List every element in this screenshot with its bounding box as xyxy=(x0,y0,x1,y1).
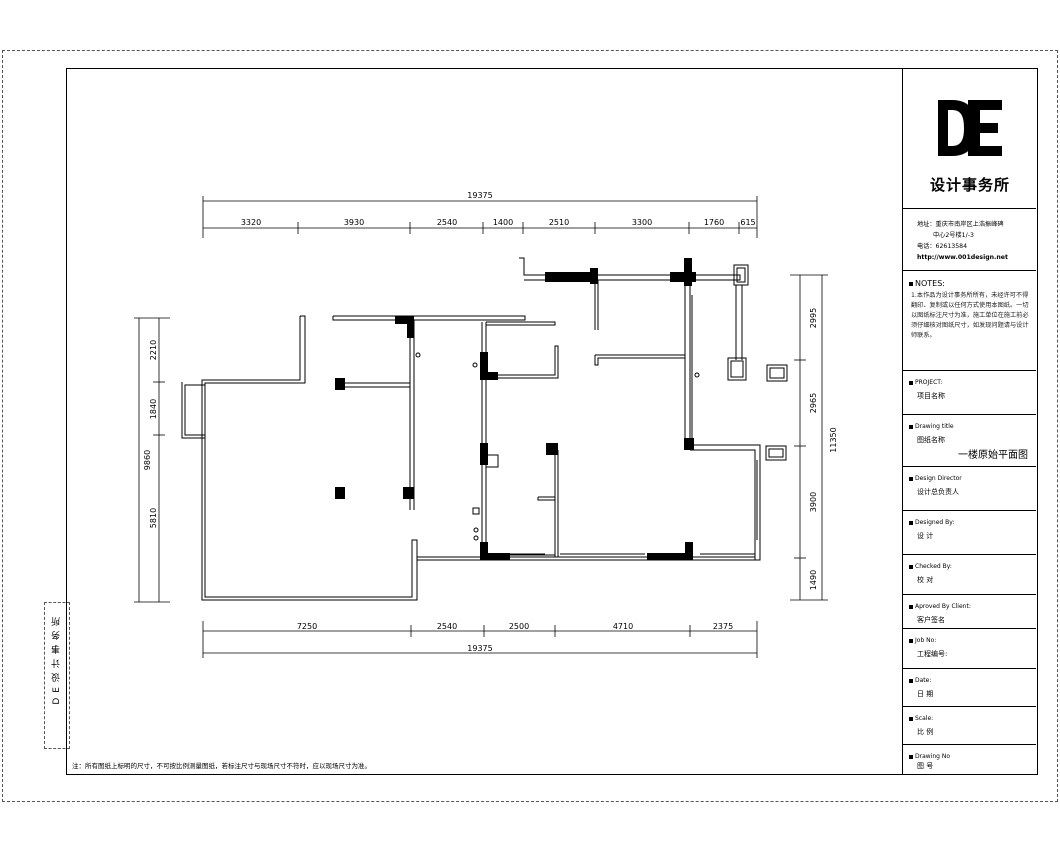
dim-top-seg-4: 1400 xyxy=(493,218,513,227)
phone-number: 电话：62613584 xyxy=(917,243,968,250)
company-name: 设计事务所 xyxy=(930,176,1011,194)
field-value: 客户签名 xyxy=(917,616,945,624)
field-label: Drawing title xyxy=(915,423,954,430)
drawing-frame xyxy=(66,68,1038,775)
bullet-icon xyxy=(909,604,913,609)
field-designed-by: Designed By: 设 计 xyxy=(903,510,1036,551)
field-value: 比 例 xyxy=(917,728,934,736)
field-label: PROJECT: xyxy=(915,379,943,386)
field-checked-by: Checked By: 校 对 xyxy=(903,554,1036,595)
field-date: Date: 日 期 xyxy=(903,668,1036,709)
notes-heading: NOTES: xyxy=(909,279,945,288)
dim-left-seg-1: 2210 xyxy=(149,340,158,360)
field-value: 校 对 xyxy=(917,576,934,584)
website-link[interactable]: http://www.001design.net xyxy=(917,254,1008,261)
dim-bottom-seg-1: 7250 xyxy=(297,622,317,631)
field-value: 设计总负责人 xyxy=(917,488,959,496)
title-block-divider xyxy=(902,68,903,774)
field-drawing-no: Drawing No 图 号 xyxy=(903,744,1036,774)
field-approved-by-client: Aproved By Client: 客户签名 xyxy=(903,594,1036,635)
bullet-icon xyxy=(909,754,913,759)
dim-bottom-seg-3: 2500 xyxy=(509,622,529,631)
right-dimension-lines xyxy=(790,274,828,601)
dim-top-seg-8: 615 xyxy=(740,218,755,227)
dim-top-total: 19375 xyxy=(467,191,492,200)
field-label: Scale: xyxy=(915,715,934,722)
structural-columns xyxy=(335,258,696,560)
notes-title: NOTES: xyxy=(915,279,945,288)
field-label: Job No: xyxy=(915,637,937,644)
field-label: Date: xyxy=(915,677,932,684)
field-drawing-title: Drawing title 图纸名称 xyxy=(903,414,1036,465)
dim-left-seg-3: 5810 xyxy=(149,508,158,528)
field-value: 设 计 xyxy=(917,532,934,540)
field-label: Designed By: xyxy=(915,519,955,526)
dim-right-total: 11350 xyxy=(829,427,838,452)
notes-body: 1.本作品为设计事务所所有，未经许可不得翻印、复制或以任何方式使用本图纸。一切以… xyxy=(911,292,1029,339)
bullet-icon xyxy=(909,281,913,286)
side-stamp-box xyxy=(44,602,70,749)
bullet-icon xyxy=(909,476,913,481)
dim-right-seg-1: 2995 xyxy=(809,308,818,328)
field-value: 项目名称 xyxy=(917,392,945,400)
bullet-icon xyxy=(909,564,913,569)
field-value: 工程编号: xyxy=(917,650,948,658)
dim-bottom-seg-2: 2540 xyxy=(437,622,457,631)
field-label: Checked By: xyxy=(915,563,952,570)
drawing-name: 一楼原始平面图 xyxy=(958,450,1028,461)
drawing-sheet-outer-border xyxy=(2,50,1058,802)
dim-right-seg-3: 3900 xyxy=(809,492,818,512)
dim-bottom-seg-5: 2375 xyxy=(713,622,733,631)
side-stamp-text: DE设计事务所 xyxy=(52,612,62,705)
dim-left-seg-2: 1840 xyxy=(149,399,158,419)
bullet-icon xyxy=(909,638,913,643)
drawing-footnote: 注：所有图纸上标明的尺寸，不可按比例测量图纸，若标注尺寸与现场尺寸不符时，应以现… xyxy=(72,762,371,770)
bottom-dimension-lines xyxy=(202,621,758,658)
field-value: 图纸名称 xyxy=(917,436,945,444)
field-value: 日 期 xyxy=(917,690,934,698)
left-dimension-lines xyxy=(134,317,170,603)
walls xyxy=(181,257,788,601)
contact-info: 地址：重庆市南岸区上浩振峰碑 中心2号楼1/-3 电话：62613584 htt… xyxy=(917,219,1008,263)
dim-bottom-seg-4: 4710 xyxy=(613,622,633,631)
field-label: Design Director xyxy=(915,475,962,482)
de-logo-icon xyxy=(938,100,1002,156)
dim-right-seg-4: 1490 xyxy=(809,570,818,590)
field-scale: Scale: 比 例 xyxy=(903,706,1036,747)
field-label: Drawing No xyxy=(915,753,951,760)
address-line-1: 地址：重庆市南岸区上浩振峰碑 xyxy=(917,221,1004,228)
dim-left-total: 9860 xyxy=(143,450,152,470)
bullet-icon xyxy=(909,520,913,525)
bullet-icon xyxy=(909,380,913,385)
field-label: Aproved By Client: xyxy=(915,603,971,610)
dim-top-seg-1: 3320 xyxy=(241,218,261,227)
notes-separator xyxy=(903,270,1036,271)
title-block-separator xyxy=(903,208,1036,209)
address-line-2: 中心2号楼1/-3 xyxy=(933,232,974,239)
dim-top-seg-2: 3930 xyxy=(344,218,364,227)
bullet-icon xyxy=(909,678,913,683)
field-job-no: Job No: 工程编号: xyxy=(903,628,1036,669)
dim-top-seg-5: 2510 xyxy=(549,218,569,227)
dim-top-seg-7: 1760 xyxy=(704,218,724,227)
bullet-icon xyxy=(909,424,913,429)
field-value: 图 号 xyxy=(917,762,934,770)
bullet-icon xyxy=(909,716,913,721)
dim-top-seg-6: 3300 xyxy=(632,218,652,227)
field-design-director: Design Director 设计总负责人 xyxy=(903,466,1036,507)
field-project: PROJECT: 项目名称 xyxy=(903,370,1036,411)
top-dimension-lines xyxy=(202,196,758,238)
dim-top-seg-3: 2540 xyxy=(437,218,457,227)
dim-right-seg-2: 2965 xyxy=(809,393,818,413)
dim-bottom-total: 19375 xyxy=(467,644,492,653)
